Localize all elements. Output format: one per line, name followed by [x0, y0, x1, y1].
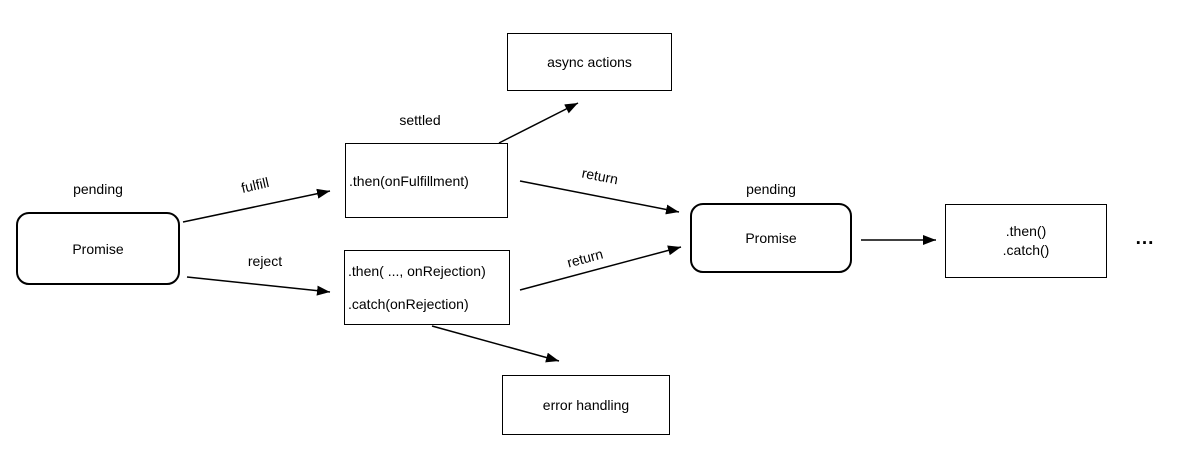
chain-next-line1: .then()	[1005, 223, 1047, 239]
async-actions-node: async actions	[507, 33, 672, 91]
promise1-label: Promise	[72, 240, 124, 257]
edge-return-fulfilled-label: return	[580, 164, 620, 188]
edge-fulfill-label: fulfill	[239, 174, 271, 196]
chain-next-line2: .catch()	[1002, 242, 1050, 258]
promise2-state-label: pending	[746, 181, 796, 197]
fulfill-handler-node: .then(onFulfillment)	[345, 143, 508, 218]
edge-reject-label: reject	[247, 253, 283, 269]
promise1-state-label: pending	[73, 181, 123, 197]
reject-handler-node: .then( ..., onRejection) .catch(onReject…	[344, 250, 510, 325]
fulfill-handler-state-label: settled	[399, 112, 441, 128]
promise1-node: Promise	[16, 212, 180, 285]
promise2-node: Promise	[690, 203, 852, 273]
reject-handler-line1: .then( ..., onRejection)	[348, 262, 486, 279]
error-handling-label: error handling	[542, 397, 630, 413]
edge-reject-arrow	[186, 276, 331, 296]
edge-return-fulfilled-arrow	[519, 180, 680, 215]
async-actions-label: async actions	[547, 54, 632, 70]
chain-next-node: .then() .catch()	[945, 204, 1107, 278]
error-handling-node: error handling	[502, 375, 670, 435]
promise2-label: Promise	[745, 230, 797, 246]
edge-to-error-handling-arrow	[431, 325, 560, 363]
reject-handler-line2: .catch(onRejection)	[348, 295, 469, 312]
edge-to-async-actions-arrow	[498, 102, 579, 144]
continuation-ellipsis: ...	[1135, 228, 1155, 249]
edge-return-rejected-label: return	[565, 245, 605, 271]
fulfill-handler-label: .then(onFulfillment)	[349, 172, 469, 189]
edge-fulfill-arrow	[182, 188, 331, 223]
